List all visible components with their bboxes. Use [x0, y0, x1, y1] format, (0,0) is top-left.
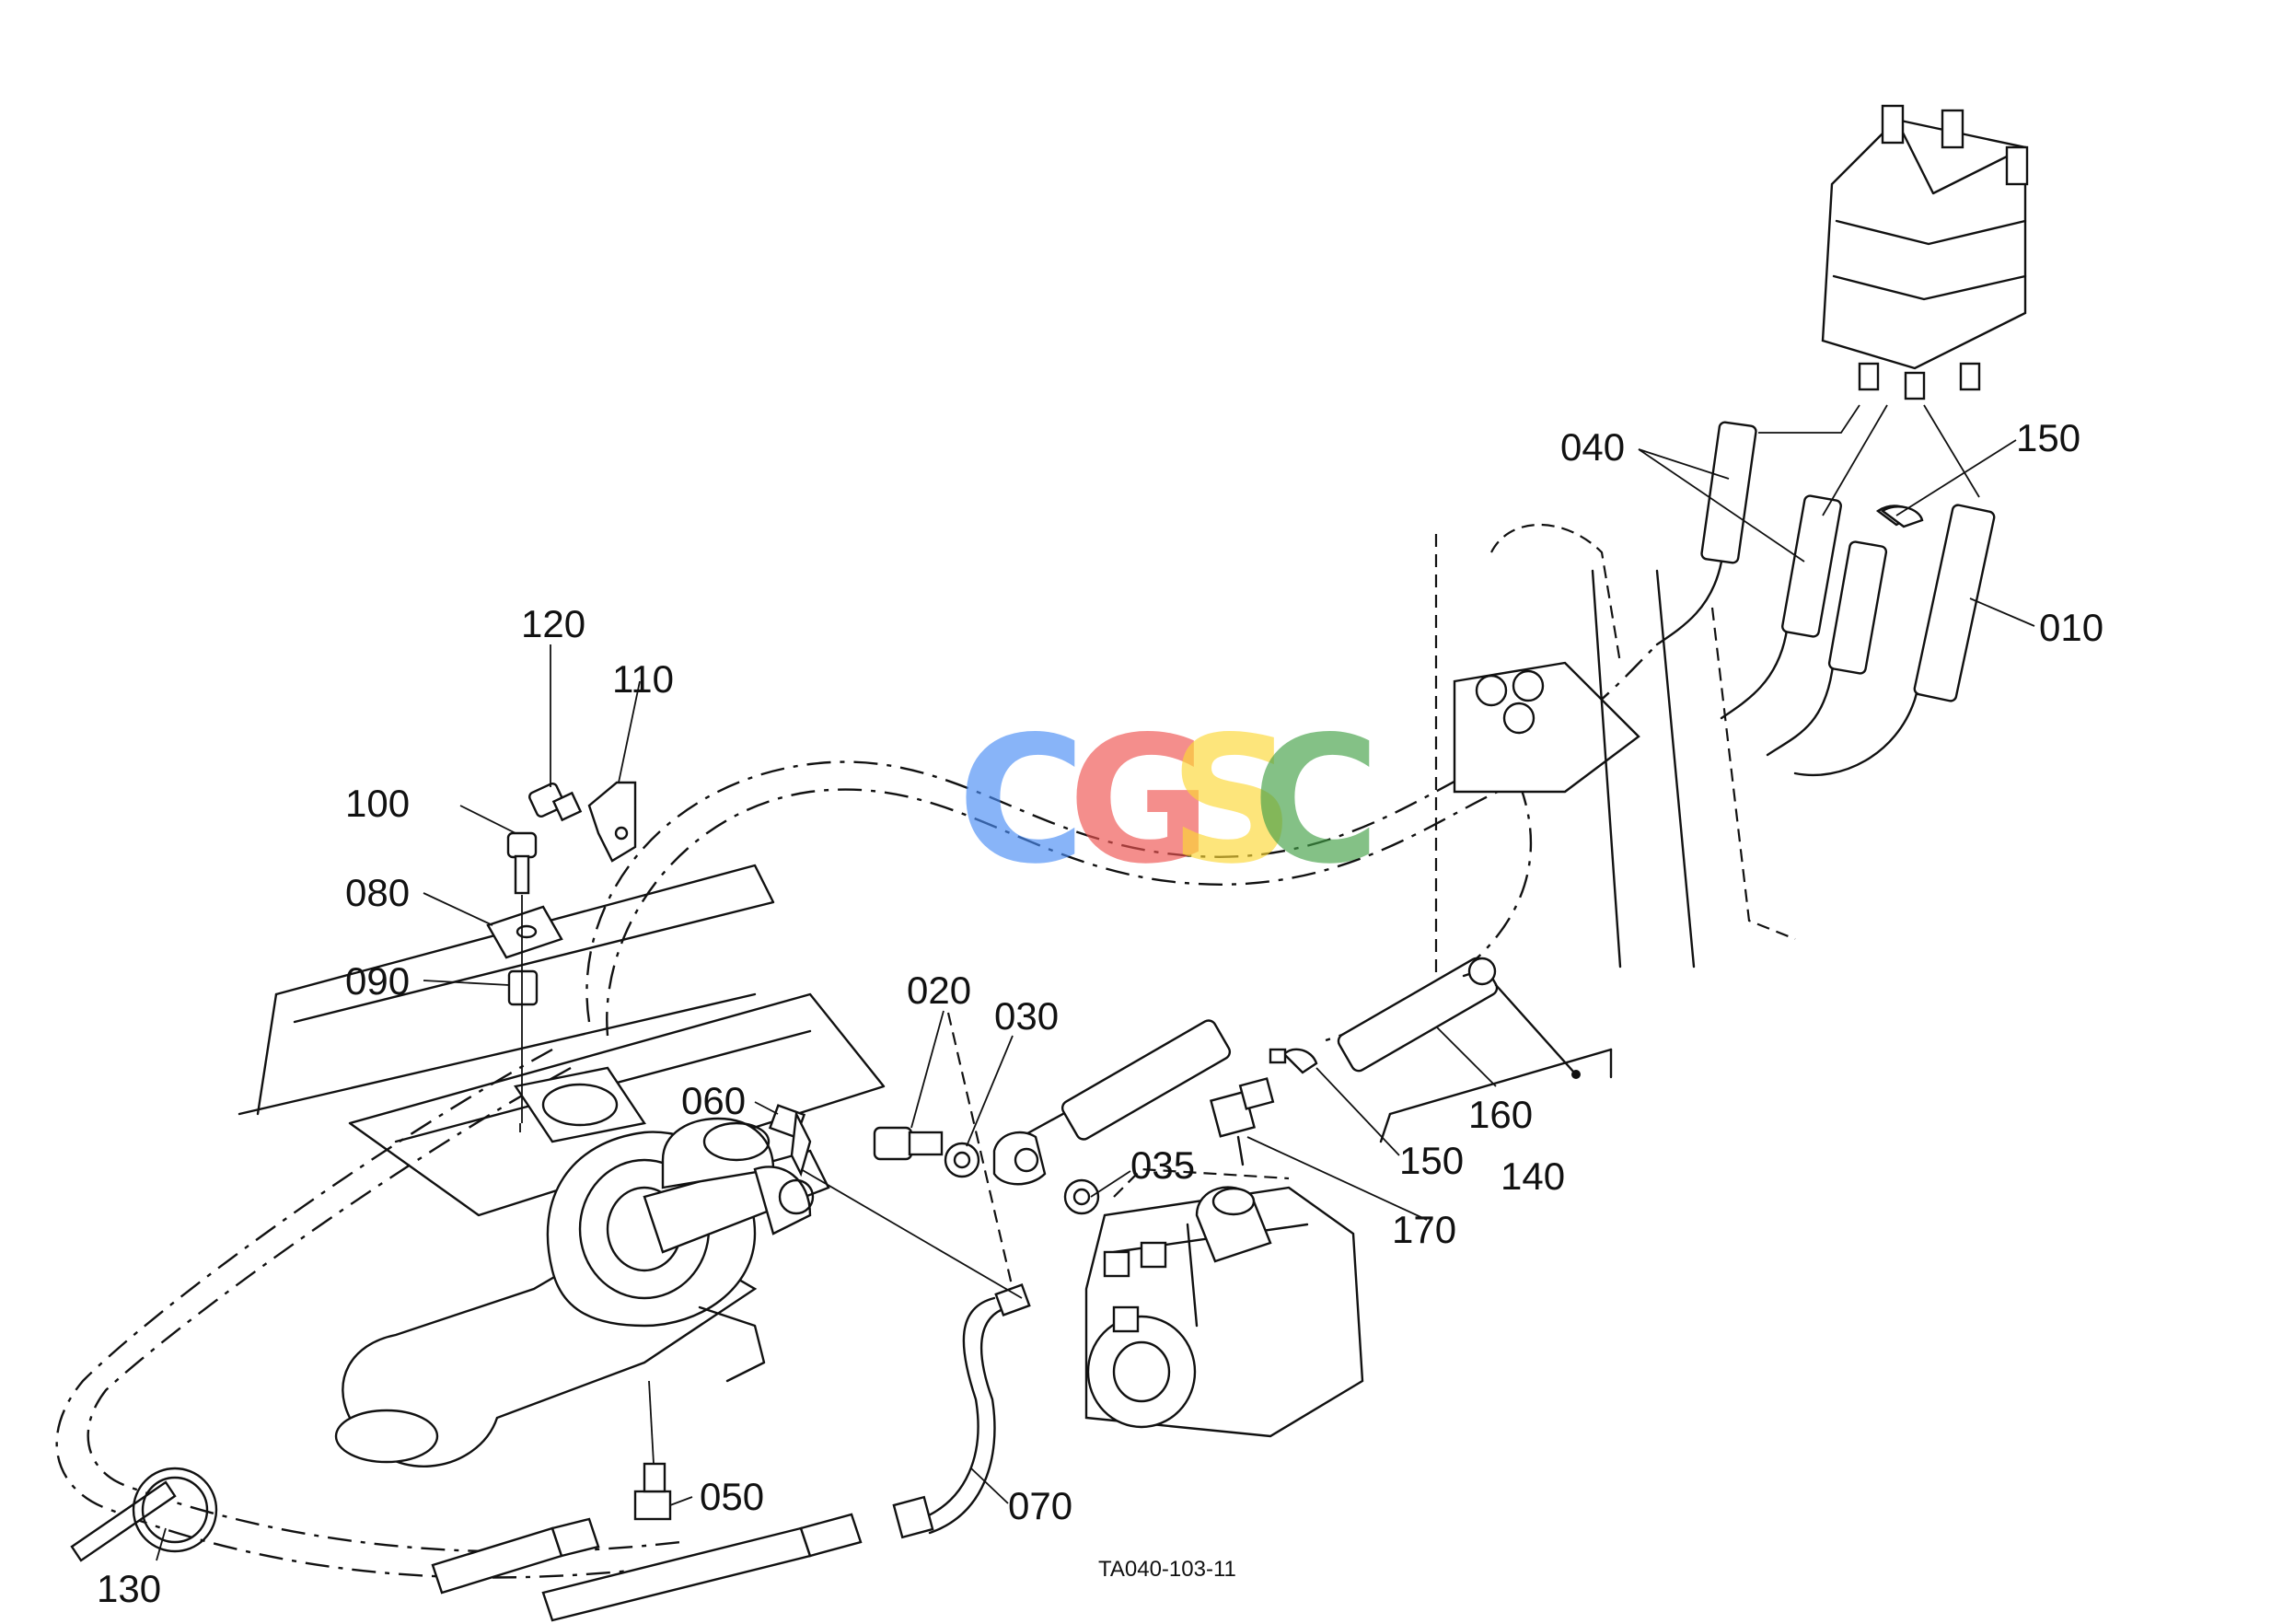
- callout-035: 035: [1130, 1143, 1195, 1187]
- callout-060: 060: [681, 1079, 746, 1122]
- callout-110: 110: [612, 657, 674, 701]
- front-axle: [238, 864, 886, 1467]
- callout-labels: 040 150 010 120 110 100 080 090 020 030 …: [97, 416, 2103, 1610]
- callout-020: 020: [907, 969, 971, 1012]
- callout-160: 160: [1468, 1093, 1533, 1136]
- callout-070: 070: [1008, 1484, 1072, 1527]
- callout-100: 100: [345, 782, 410, 825]
- callout-010: 010: [2039, 606, 2103, 649]
- callout-150-upper: 150: [2016, 416, 2080, 459]
- drawing-reference-code: TA040-103-11: [1098, 1557, 1236, 1582]
- watermark-letter-2: G: [1068, 699, 1211, 902]
- watermark-letter-4: C: [1252, 699, 1380, 902]
- hose-assembly-140: [1011, 957, 1613, 1143]
- callout-090: 090: [345, 959, 410, 1003]
- callout-040: 040: [1560, 425, 1625, 469]
- callout-050: 050: [700, 1475, 764, 1518]
- control-valve: [1434, 524, 1796, 976]
- injection-pump: [1084, 1167, 1364, 1438]
- watermark-letter-1: C: [957, 699, 1085, 902]
- callout-030: 030: [994, 994, 1059, 1038]
- steering-unit: [1821, 104, 2029, 400]
- leader-lines: [156, 439, 2035, 1561]
- fittings: [70, 505, 1924, 1622]
- callout-170: 170: [1392, 1208, 1456, 1251]
- callout-080: 080: [345, 871, 410, 914]
- cgsc-watermark: C G S C: [957, 699, 1380, 902]
- callout-120: 120: [521, 602, 585, 645]
- steering-hoses: [1655, 404, 1996, 777]
- callout-150-lower: 150: [1399, 1139, 1464, 1182]
- callout-130: 130: [97, 1567, 161, 1610]
- watermark-letter-3: S: [1169, 699, 1295, 902]
- callout-140: 140: [1501, 1154, 1565, 1198]
- main-hose-route: [55, 644, 1658, 1579]
